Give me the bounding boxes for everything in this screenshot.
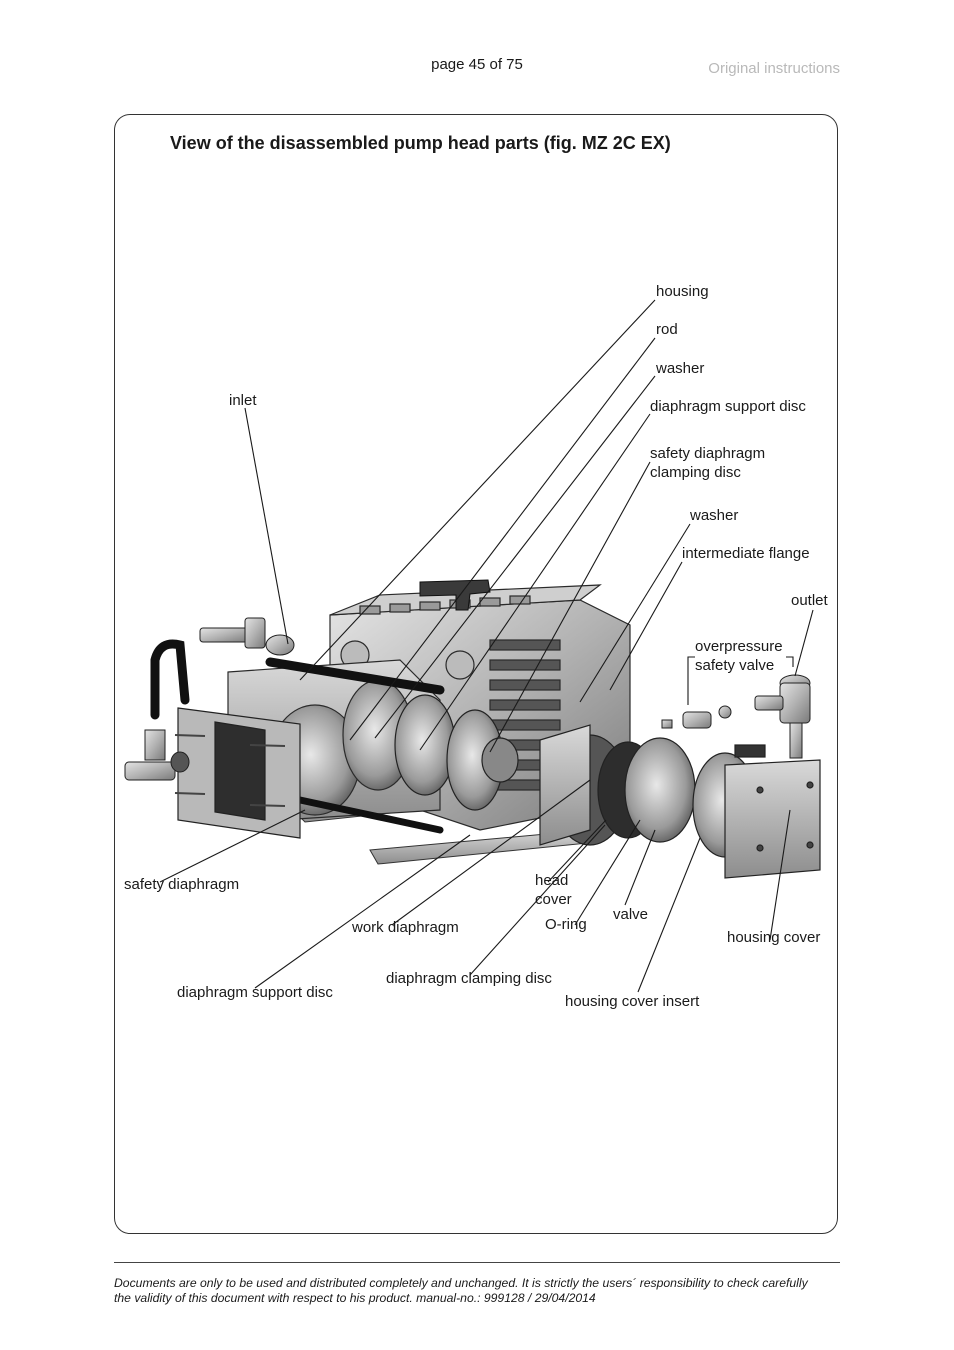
label-washer-top: washer	[656, 360, 705, 377]
overpressure-valve-parts	[661, 705, 732, 729]
label-rod: rod	[656, 321, 678, 338]
page-number: page 45 of 75	[431, 56, 523, 73]
leader-lines	[159, 299, 814, 993]
label-overpressure-line1: overpressure	[695, 638, 783, 655]
intermediate-flange-block	[539, 724, 591, 846]
label-housing-cover-insert: housing cover insert	[565, 993, 700, 1010]
housing-cover-assembly	[692, 744, 821, 879]
carry-handle	[419, 579, 491, 611]
label-diaphragm-support-disc-top: diaphragm support disc	[650, 398, 806, 415]
label-housing-cover: housing cover	[727, 929, 821, 946]
label-housing: housing	[656, 283, 709, 300]
label-head-cover-line1: head	[535, 872, 569, 889]
safety-diaphragm-plate	[174, 707, 301, 839]
label-diaphragm-clamping-disc: diaphragm clamping disc	[386, 970, 552, 987]
footer-divider	[114, 1262, 840, 1263]
label-head-cover-line2: cover	[535, 891, 572, 908]
label-valve: valve	[613, 906, 649, 923]
label-work-diaphragm: work diaphragm	[352, 919, 459, 936]
document-label: Original instructions	[708, 60, 840, 77]
label-outlet: outlet	[791, 592, 828, 609]
label-diaphragm-support-disc-bottom: diaphragm support disc	[177, 984, 333, 1001]
tubing	[150, 639, 445, 834]
footer-notice: Documents are only to be used and distri…	[114, 1276, 844, 1306]
outlet-fitting	[754, 674, 811, 759]
label-safety-diaphragm: safety diaphragm	[124, 876, 240, 893]
label-overpressure-line2: safety valve	[695, 657, 775, 674]
figure-frame	[114, 114, 838, 1234]
footer-line-1: Documents are only to be used and distri…	[114, 1276, 808, 1290]
label-washer-mid: washer	[690, 507, 739, 524]
inlet-connector	[124, 729, 190, 781]
label-safety-diaphragm-clamping-disc-line1: safety diaphragm	[650, 445, 766, 462]
footer-line-2: the validity of this document with respe…	[114, 1291, 596, 1305]
label-intermediate-flange: intermediate flange	[682, 545, 810, 562]
label-safety-diaphragm-clamping-disc-line2: clamping disc	[650, 464, 741, 481]
inlet-fittings	[199, 617, 295, 656]
figure-title: View of the disassembled pump head parts…	[170, 133, 671, 153]
label-inlet: inlet	[229, 392, 257, 409]
label-o-ring: O-ring	[545, 916, 587, 933]
